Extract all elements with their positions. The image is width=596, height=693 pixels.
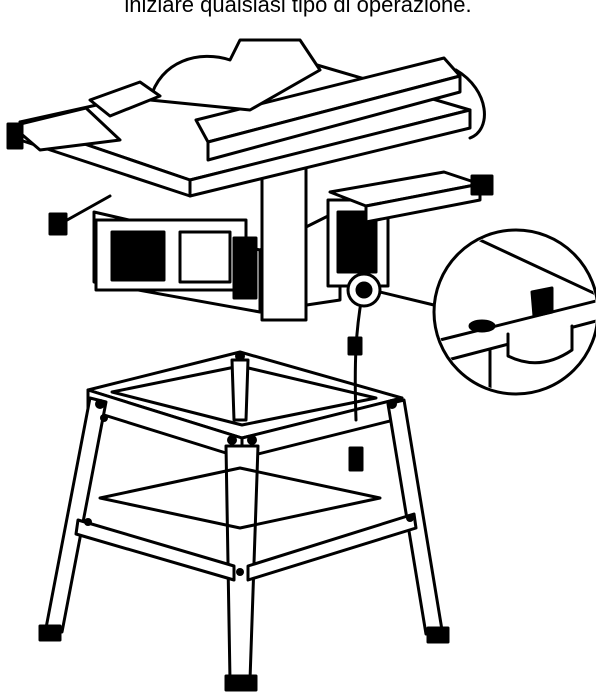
leg-left (44, 396, 108, 634)
miter-gauge (88, 80, 162, 118)
blade-guard (148, 38, 322, 112)
leg-back (230, 358, 250, 422)
foot-left (38, 624, 62, 642)
table-saw (6, 38, 494, 322)
handwheel-handle (48, 212, 68, 236)
detail-callout (378, 228, 596, 396)
detail-circle (432, 228, 596, 396)
knob-icon (530, 286, 554, 318)
foot-right (426, 626, 450, 644)
power-cord (347, 294, 364, 472)
caption-text: iniziare qualsiasi tipo di operazione. (124, 0, 472, 17)
foot-front (224, 674, 258, 692)
stand (38, 350, 450, 692)
